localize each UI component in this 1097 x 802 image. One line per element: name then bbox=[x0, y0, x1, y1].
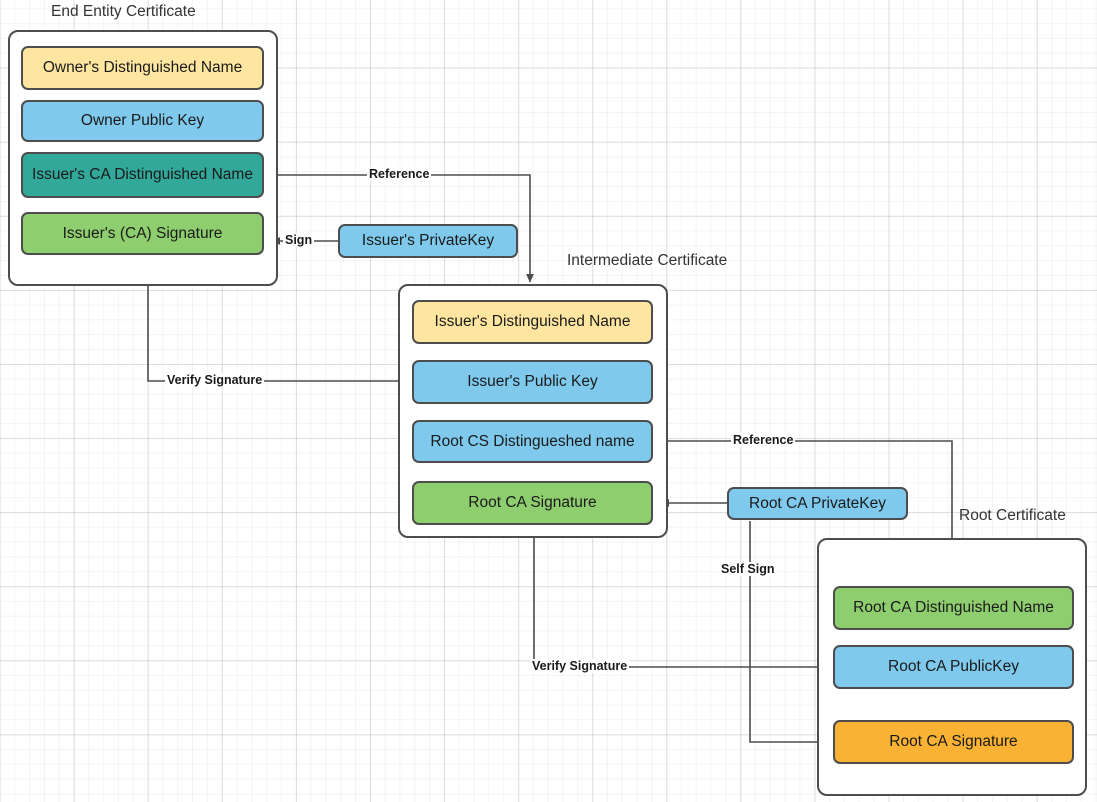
field-root-ca-signature-intermediate[interactable]: Root CA Signature bbox=[412, 481, 653, 525]
edge-label-self-sign: Self Sign bbox=[719, 562, 777, 576]
edge-label-verify-signature-top: Verify Signature bbox=[165, 373, 265, 387]
wire-verify-signature-bottom bbox=[530, 529, 833, 668]
field-owner-distinguished-name[interactable]: Owner's Distinguished Name bbox=[21, 46, 264, 90]
field-owner-public-key[interactable]: Owner Public Key bbox=[21, 100, 264, 142]
field-root-ca-distinguished-name[interactable]: Root CA Distinguished Name bbox=[833, 586, 1074, 630]
wire-self-sign bbox=[749, 521, 827, 746]
field-root-ca-signature-root[interactable]: Root CA Signature bbox=[833, 720, 1074, 764]
field-issuer-ca-distinguished-name[interactable]: Issuer's CA Distinguished Name bbox=[21, 152, 264, 198]
field-issuers-public-key[interactable]: Issuer's Public Key bbox=[412, 360, 653, 404]
caption-end-entity-certificate: End Entity Certificate bbox=[51, 3, 196, 20]
caption-intermediate-certificate: Intermediate Certificate bbox=[567, 252, 728, 269]
edge-label-reference-top: Reference bbox=[367, 167, 432, 181]
edge-label-verify-signature-bottom: Verify Signature bbox=[530, 659, 630, 673]
edge-label-sign: Sign bbox=[283, 233, 315, 247]
field-root-ca-publickey[interactable]: Root CA PublicKey bbox=[833, 645, 1074, 689]
caption-root-certificate: Root Certificate bbox=[959, 507, 1066, 524]
edge-label-reference-bottom: Reference bbox=[731, 433, 796, 447]
key-issuers-privatekey[interactable]: Issuer's PrivateKey bbox=[338, 224, 518, 258]
field-root-cs-distingueshed-name[interactable]: Root CS Distingueshed name bbox=[412, 420, 653, 463]
field-issuer-ca-signature[interactable]: Issuer's (CA) Signature bbox=[21, 212, 264, 255]
key-root-ca-privatekey[interactable]: Root CA PrivateKey bbox=[727, 487, 908, 520]
field-issuers-distinguished-name[interactable]: Issuer's Distinguished Name bbox=[412, 300, 653, 344]
